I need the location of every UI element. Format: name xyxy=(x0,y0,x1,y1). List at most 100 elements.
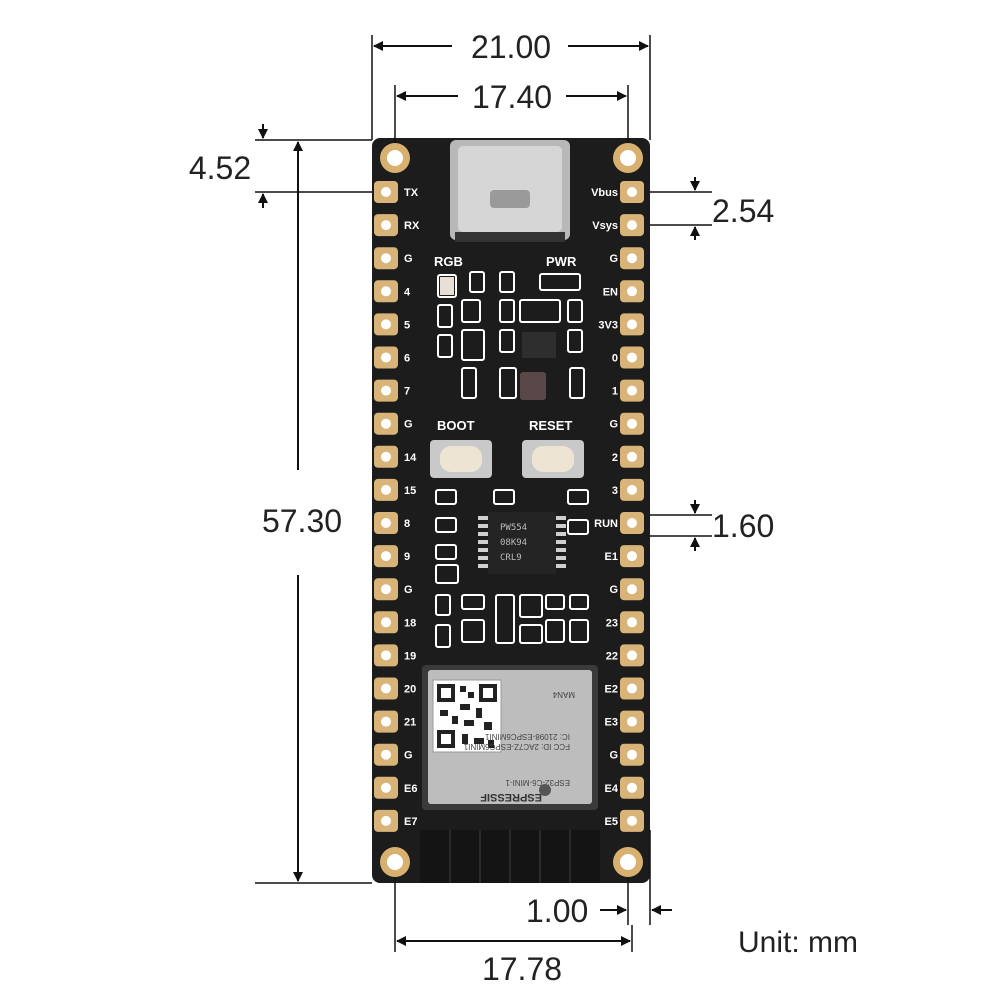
usb-c-connector xyxy=(450,140,570,242)
left-pin-label: 9 xyxy=(404,551,410,563)
left-pin-label: RX xyxy=(404,220,420,232)
left-pin-label: G xyxy=(404,419,413,431)
pin-hole xyxy=(381,617,391,628)
left-pin: E6 xyxy=(374,776,417,799)
overall-width-value: 21.00 xyxy=(471,29,551,65)
left-pin-label: 21 xyxy=(404,717,416,729)
right-pin-label: E3 xyxy=(605,717,618,729)
left-pin: 5 xyxy=(374,313,410,336)
pin-pitch-value: 2.54 xyxy=(712,193,774,229)
pin-hole xyxy=(381,716,391,727)
pin-hole xyxy=(627,518,637,528)
left-pin: 7 xyxy=(374,379,410,402)
chip-marking-line-1: PW554 xyxy=(500,523,527,533)
left-pin: 19 xyxy=(374,644,416,667)
qr-code xyxy=(437,684,497,748)
right-pin: G xyxy=(609,743,644,766)
right-pin: E1 xyxy=(605,545,644,568)
right-pin-label: E1 xyxy=(605,551,618,563)
pin-hole xyxy=(627,683,637,694)
left-pin: 15 xyxy=(374,478,416,501)
pin-hole xyxy=(381,187,391,197)
right-pin: 3V3 xyxy=(598,313,644,336)
pin-hole xyxy=(627,584,637,595)
mounting-hole-bottom-left xyxy=(380,847,410,877)
pin-hole xyxy=(381,650,391,661)
mounting-hole-bottom-right xyxy=(613,847,643,877)
regulator-ic xyxy=(520,372,546,400)
left-pin-label: E6 xyxy=(404,783,417,795)
reset-label: RESET xyxy=(529,418,572,433)
left-pin: G xyxy=(374,578,413,601)
right-pin: Vsys xyxy=(592,214,644,237)
pin-hole xyxy=(381,815,391,826)
reset-button[interactable] xyxy=(522,440,584,478)
right-pin: E4 xyxy=(605,776,644,799)
pin-hole xyxy=(381,484,391,495)
pin-hole xyxy=(381,451,391,462)
left-pin: 6 xyxy=(374,346,410,369)
left-pin: E7 xyxy=(374,809,417,832)
pin-hole xyxy=(381,286,391,297)
pwr-label: PWR xyxy=(546,254,577,269)
pin-hole xyxy=(381,319,391,330)
left-pin-label: 18 xyxy=(404,617,416,629)
overall-length-value: 57.30 xyxy=(262,503,342,539)
right-pin-label: 22 xyxy=(606,650,618,662)
left-pin-label: 20 xyxy=(404,684,416,696)
pin-hole xyxy=(627,418,637,429)
right-pin-label: 23 xyxy=(606,617,618,629)
right-pin: G xyxy=(609,247,644,270)
pin-hole xyxy=(627,551,637,562)
right-pin: RUN xyxy=(594,512,644,534)
right-pin: 0 xyxy=(612,346,644,369)
pin-hole xyxy=(627,451,637,462)
left-pin: 20 xyxy=(374,677,416,700)
right-pin-label: G xyxy=(609,584,618,596)
left-pin: 4 xyxy=(374,280,411,303)
left-pin: TX xyxy=(374,181,419,203)
boot-button[interactable] xyxy=(430,440,492,478)
left-pin: G xyxy=(374,743,413,766)
left-pin: 8 xyxy=(374,512,410,534)
pin-hole xyxy=(381,782,391,793)
dimension-pad-width: 1.60 xyxy=(650,500,774,551)
dimension-overall-length: 57.30 xyxy=(255,141,372,884)
left-pin-label: TX xyxy=(404,187,419,199)
pin-hole xyxy=(627,782,637,793)
pin-hole xyxy=(627,220,637,231)
left-pin: 21 xyxy=(374,710,416,733)
right-pin-label: 0 xyxy=(612,353,618,365)
mounting-hole-top-right xyxy=(613,143,643,173)
edge-offset-value: 1.00 xyxy=(526,893,588,929)
left-pin-label: 6 xyxy=(404,353,410,365)
left-pin-label: E7 xyxy=(404,816,417,828)
power-ic xyxy=(522,332,556,358)
right-pin: E5 xyxy=(605,809,644,832)
right-pin-label: G xyxy=(609,253,618,265)
chip-marking-line-2: 08K94 xyxy=(500,538,527,548)
pin-hole xyxy=(381,253,391,264)
hole-spacing-top-value: 17.40 xyxy=(472,79,552,115)
left-pin-label: 7 xyxy=(404,386,410,398)
right-pin: 2 xyxy=(612,445,644,468)
right-pin: E2 xyxy=(605,677,644,700)
pin-hole xyxy=(627,187,637,197)
left-pin-label: 4 xyxy=(404,286,411,298)
left-pin: RX xyxy=(374,214,420,237)
pin-hole xyxy=(381,551,391,562)
left-pin-label: G xyxy=(404,253,413,265)
pin-hole xyxy=(627,385,637,396)
top-offset-value: 4.52 xyxy=(189,150,251,186)
module-model: ESP32-C6-MINI-1 xyxy=(505,778,570,787)
module-text-line-1: MAN4 xyxy=(552,690,575,699)
left-pin-label: 15 xyxy=(404,485,416,497)
right-pin-label: G xyxy=(609,750,618,762)
left-pin-label: G xyxy=(404,750,413,762)
hole-spacing-bottom-value: 17.78 xyxy=(482,951,562,987)
unit-note: Unit: mm xyxy=(738,926,858,959)
espressif-logo-icon xyxy=(539,784,551,796)
